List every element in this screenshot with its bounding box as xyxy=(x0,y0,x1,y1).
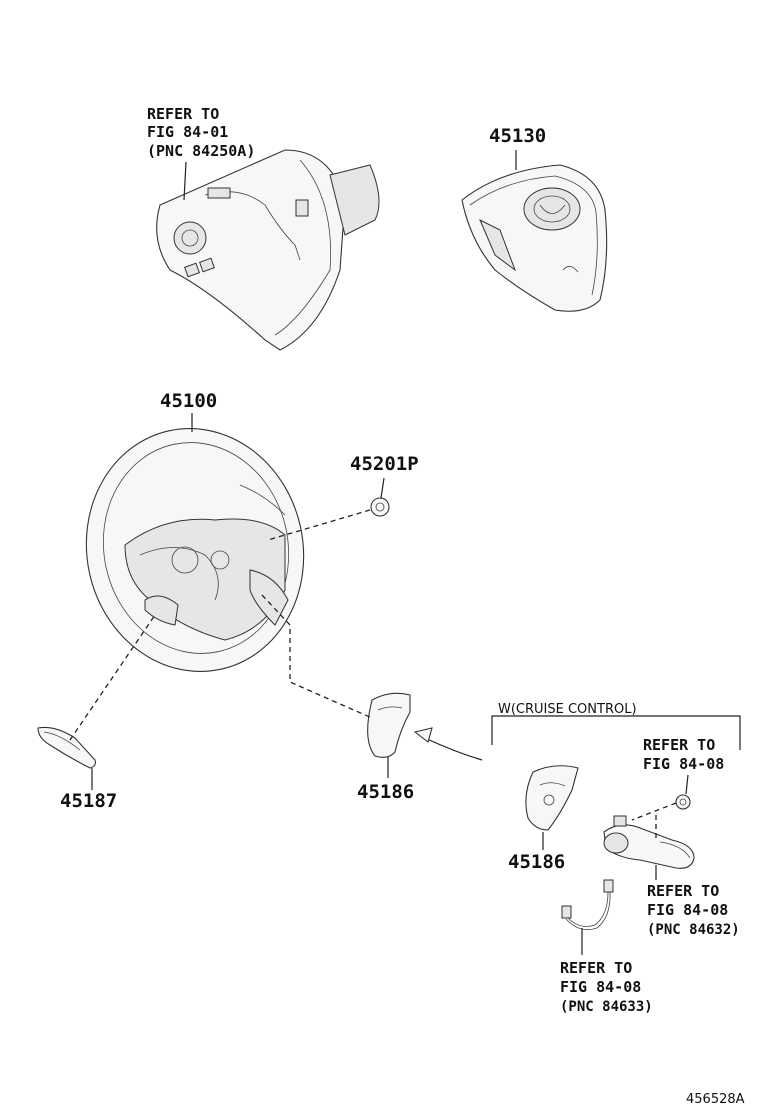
cover-45186-cruise xyxy=(525,765,579,831)
refer-84-08-c-label: REFER TO FIG 84-08 (PNC 84633) xyxy=(560,959,653,1015)
refer-84-08-a-label: REFER TO FIG 84-08 xyxy=(643,736,724,773)
part-number-45100: 45100 xyxy=(160,390,217,412)
part-number-45186-cruise: 45186 xyxy=(508,851,565,873)
cruise-switch xyxy=(603,815,695,869)
figure-code: 456528A xyxy=(686,1092,745,1107)
steering-switch-assembly xyxy=(156,149,380,351)
refer-84-01-label: REFER TO FIG 84-01 (PNC 84250A) xyxy=(147,105,255,160)
cruise-group-bracket xyxy=(491,715,741,750)
part-number-45130: 45130 xyxy=(489,125,546,147)
steering-wheel xyxy=(85,428,305,672)
arrow-cruise-replacement xyxy=(424,737,483,761)
arrow-head xyxy=(413,727,433,743)
wire-harness xyxy=(561,879,614,931)
dash-screw-to-switch xyxy=(631,802,677,821)
nut-45201p xyxy=(370,497,390,517)
dash-45187-to-wheel xyxy=(69,614,156,741)
refer-84-08-b-label: REFER TO FIG 84-08 (PNC 84632) xyxy=(647,882,740,938)
part-number-45187: 45187 xyxy=(60,790,117,812)
dash-45186-to-wheel xyxy=(261,594,373,719)
cover-45186-left xyxy=(367,692,411,758)
cruise-group-label: W(CRUISE CONTROL) xyxy=(498,702,637,717)
part-number-45201p: 45201P xyxy=(350,453,419,475)
screw xyxy=(675,794,691,810)
leader-45201p xyxy=(380,477,385,499)
cover-45187 xyxy=(37,726,96,769)
airbag-module xyxy=(461,164,608,312)
leader-refer-84-08-a xyxy=(685,774,689,795)
leader-refer-84-01 xyxy=(183,161,187,201)
part-number-45186-left: 45186 xyxy=(357,781,414,803)
